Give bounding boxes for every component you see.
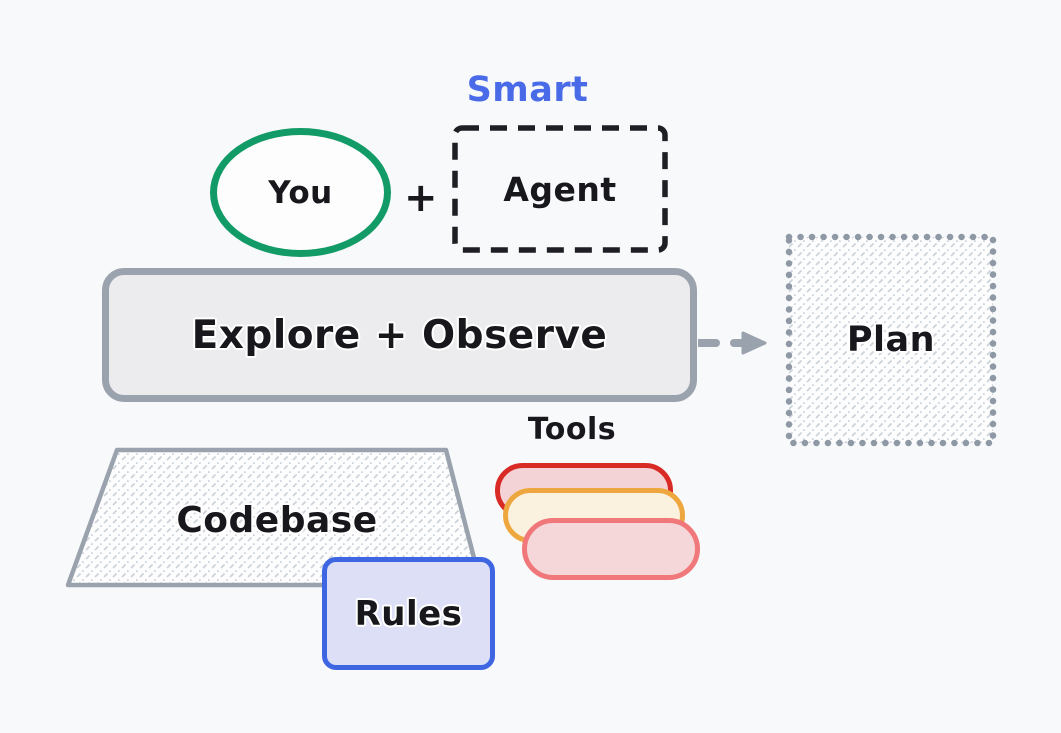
plan-label: Plan bbox=[846, 320, 936, 360]
plan-box: Plan bbox=[785, 233, 997, 447]
smart-label: Smart bbox=[466, 70, 589, 110]
you-label: You bbox=[268, 174, 333, 211]
explore-observe-label: Explore + Observe bbox=[191, 312, 608, 358]
agent-label: Agent bbox=[503, 169, 617, 209]
plan-dotted-border bbox=[785, 233, 997, 447]
rules-box: Rules bbox=[322, 557, 495, 670]
tool-pill-front bbox=[522, 518, 700, 580]
arrow-right-icon bbox=[698, 331, 767, 355]
rules-label: Rules bbox=[354, 593, 463, 634]
agent-box: Agent bbox=[452, 125, 668, 253]
codebase-trapezoid bbox=[65, 447, 484, 588]
tools-label: Tools bbox=[527, 411, 617, 447]
you-ellipse: You bbox=[210, 128, 391, 257]
agent-dashed-border bbox=[452, 125, 668, 253]
plus-sign: + bbox=[403, 175, 438, 221]
codebase-label: Codebase bbox=[176, 499, 378, 541]
explore-observe-box: Explore + Observe bbox=[102, 268, 697, 402]
